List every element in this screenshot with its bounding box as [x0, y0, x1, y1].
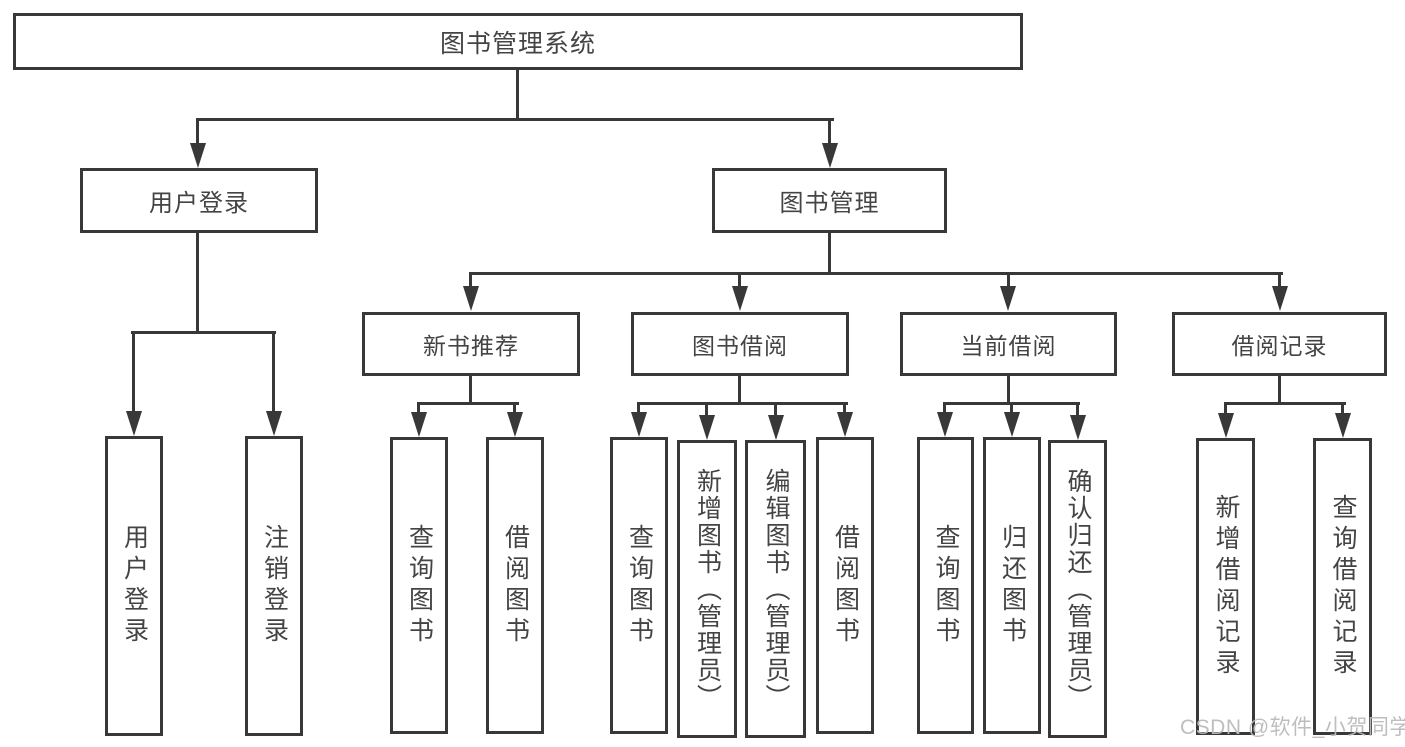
connector-line [196, 120, 199, 146]
leaf-logout: 注销登录 [245, 436, 303, 736]
connector-line [637, 404, 640, 414]
connector-line [1224, 404, 1227, 414]
node-label: 当前借阅 [960, 333, 1057, 359]
leaf-borrow-books: 借阅图书 [816, 437, 874, 734]
arrowhead-down-icon [732, 286, 748, 311]
csdn-watermark: CSDN @软件_小贺同学 [1180, 716, 1405, 739]
connector-line [417, 404, 420, 414]
leaf-label: 查询图书 [932, 523, 960, 648]
arrowhead-down-icon [822, 143, 838, 168]
connector-line [469, 274, 472, 288]
leaf-label: 新增图书（管理员） [693, 467, 722, 711]
connector-line [131, 331, 276, 334]
node-current-borrowing: 当前借阅 [900, 312, 1117, 376]
arrowhead-down-icon [1000, 286, 1016, 311]
leaf-label: 查询借阅记录 [1329, 493, 1357, 680]
arrowhead-down-icon [1335, 413, 1351, 438]
leaf-confirm-return-admin: 确认归还（管理员） [1048, 440, 1107, 738]
leaf-add-borrow-record: 新增借阅记录 [1196, 438, 1255, 735]
connector-line [637, 402, 848, 405]
connector-line [417, 402, 519, 405]
leaf-query-books-current: 查询图书 [917, 437, 974, 734]
arrowhead-down-icon [837, 412, 853, 437]
connector-line [469, 376, 472, 404]
connector-line [196, 233, 199, 333]
connector-line [828, 233, 831, 274]
node-library-management-system: 图书管理系统 [13, 13, 1023, 70]
arrowhead-down-icon [1218, 413, 1234, 438]
node-user-login: 用户登录 [80, 168, 318, 233]
leaf-label: 新增借阅记录 [1212, 493, 1240, 680]
arrowhead-down-icon [507, 412, 523, 437]
connector-line [943, 402, 1080, 405]
connector-line [1278, 274, 1281, 288]
connector-line [843, 404, 846, 414]
leaf-label: 查询图书 [625, 523, 654, 648]
leaf-borrow-books-recommend: 借阅图书 [486, 437, 544, 734]
arrowhead-down-icon [266, 411, 282, 436]
arrowhead-down-icon [463, 286, 479, 311]
leaf-add-books-admin: 新增图书（管理员） [677, 440, 737, 738]
arrowhead-down-icon [1272, 286, 1288, 311]
node-book-management: 图书管理 [712, 168, 947, 233]
leaf-label: 用户登录 [120, 524, 149, 648]
connector-line [196, 118, 834, 121]
arrowhead-down-icon [1070, 415, 1086, 440]
leaf-label: 查询图书 [405, 523, 434, 648]
node-label: 图书管理系统 [439, 29, 596, 58]
arrowhead-down-icon [190, 143, 206, 168]
leaf-label: 归还图书 [998, 523, 1027, 648]
connector-line [774, 404, 777, 416]
arrowhead-down-icon [411, 412, 427, 437]
connector-line [1007, 376, 1010, 404]
arrowhead-down-icon [1004, 412, 1020, 437]
node-label: 用户登录 [149, 190, 249, 217]
leaf-query-borrow-record: 查询借阅记录 [1313, 438, 1372, 735]
leaf-query-books-borrowing: 查询图书 [610, 437, 668, 734]
leaf-label: 确认归还（管理员） [1064, 467, 1092, 711]
connector-line [1224, 402, 1346, 405]
arrowhead-down-icon [768, 415, 784, 440]
connector-line [705, 404, 708, 416]
node-label: 图书借阅 [692, 333, 788, 359]
arrowhead-down-icon [126, 411, 142, 436]
leaf-edit-books-admin: 编辑图书（管理员） [745, 440, 806, 738]
leaf-label: 借阅图书 [501, 523, 530, 648]
node-label: 新书推荐 [423, 333, 519, 359]
node-new-book-recommendation: 新书推荐 [362, 312, 580, 376]
leaf-return-books: 归还图书 [983, 437, 1041, 734]
connector-line [738, 274, 741, 288]
leaf-label: 借阅图书 [831, 523, 860, 648]
leaf-query-books-recommend: 查询图书 [390, 437, 448, 734]
node-label: 借阅记录 [1231, 333, 1328, 359]
connector-line [516, 70, 519, 120]
node-borrowing-records: 借阅记录 [1172, 312, 1387, 376]
connector-line [738, 376, 741, 404]
connector-line [1278, 376, 1281, 404]
connector-line [469, 272, 1283, 275]
connector-line [828, 120, 831, 146]
arrowhead-down-icon [937, 412, 953, 437]
node-label: 图书管理 [779, 190, 880, 217]
leaf-label: 编辑图书（管理员） [762, 467, 790, 711]
connector-line [513, 404, 516, 414]
connector-line [1010, 404, 1013, 414]
connector-line [1007, 274, 1010, 288]
connector-line [132, 333, 135, 412]
arrowhead-down-icon [631, 412, 647, 437]
connector-line [1076, 404, 1079, 416]
leaf-label: 注销登录 [260, 524, 289, 648]
arrowhead-down-icon [699, 415, 715, 440]
connector-line [272, 333, 275, 412]
node-book-borrowing: 图书借阅 [631, 312, 849, 376]
connector-line [943, 404, 946, 414]
connector-line [1341, 404, 1344, 414]
leaf-user-login: 用户登录 [105, 436, 163, 736]
